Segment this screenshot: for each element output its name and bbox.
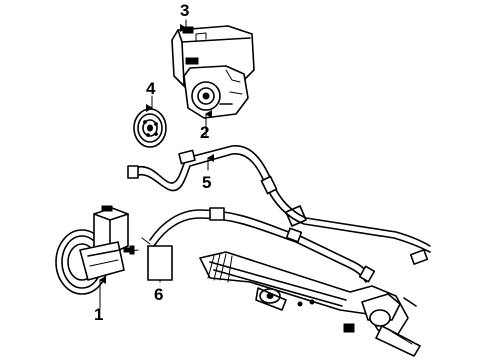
remote-pump-left [55,205,139,295]
bracket-part [141,237,173,281]
pump-assembly-top [171,25,255,119]
callout-labels: 3 2 4 5 1 6 [94,1,211,324]
steering-rack [199,251,421,357]
callout-5: 5 [202,173,211,192]
leader-lines [99,19,214,309]
callout-3: 3 [180,1,189,20]
callout-2: 2 [200,123,209,142]
pulley-part [133,108,167,148]
callout-1: 1 [94,305,103,324]
callout-4: 4 [146,79,156,98]
callout-6: 6 [154,285,163,304]
hose-lines [127,145,431,283]
